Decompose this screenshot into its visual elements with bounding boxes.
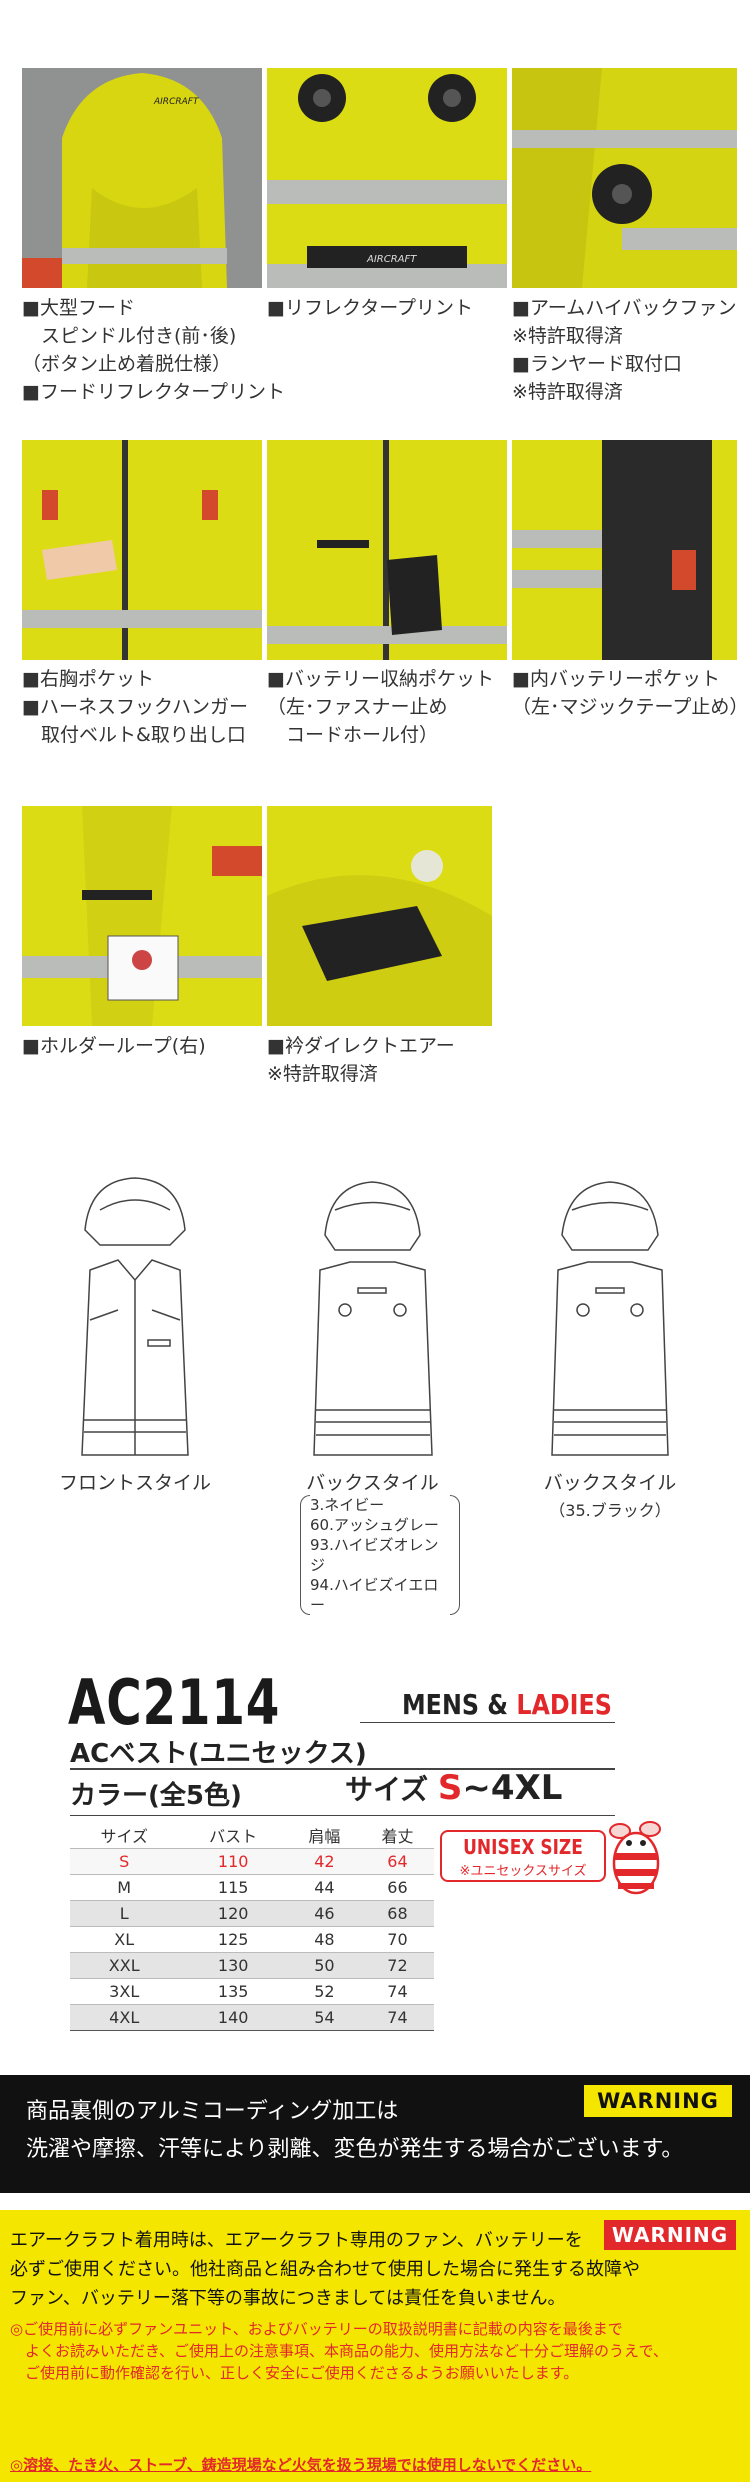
col-length: 着丈 (381, 1826, 414, 1846)
label-back-style-1: バックスタイル (306, 1472, 439, 1494)
col-size: サイズ (100, 1826, 148, 1846)
warning-message-2: エアークラフト着用時は、エアークラフト専用のファン、バッテリーを 必ずご使用くだ… (10, 2230, 640, 2309)
caption-inner-pocket: ■内バッテリーポケット （左･マジックテープ止め） (512, 668, 749, 718)
photo-brand-print-2: AIRCRAFT (366, 254, 417, 265)
photo-battery-pocket (267, 440, 507, 660)
size-title-rule (70, 1815, 615, 1816)
col-shoulder: 肩幅 (308, 1826, 341, 1846)
warning-usage: WARNING エアークラフト着用時は、エアークラフト専用のファン、バッテリーを… (0, 2210, 750, 2482)
caption-chest-pocket: ■右胸ポケット ■ハーネスフックハンガー 取付ベルト&取り出し口 (22, 668, 249, 746)
col-bust: バスト (209, 1826, 258, 1846)
drawing-back-2 (530, 1170, 690, 1460)
back1-color-list: 3.ネイビー 60.アッシュグレー 93.ハイビズオレンジ 94.ハイビズイエロ… (300, 1495, 460, 1615)
photo-brand-print: AIRCRAFT (153, 97, 200, 107)
caption-arm-fan: ■アームハイバックファン ※特許取得済 ■ランヤード取付口 ※特許取得済 (512, 297, 737, 403)
header-rule (360, 1722, 615, 1723)
color-count: カラー(全5色) (70, 1781, 242, 1811)
product-name: ACベスト(ユニセックス) (70, 1739, 367, 1769)
caption-holder-loop: ■ホルダーループ(右) (22, 1035, 206, 1057)
label-back-style-2: バックスタイル (543, 1472, 677, 1494)
drawing-front (60, 1170, 210, 1460)
caption-hood: ■大型フード スピンドル付き(前･後) （ボタン止め着脱仕様） ■フードリフレク… (22, 297, 286, 403)
size-table-header: サイズ バスト 肩幅 着丈 (70, 1822, 434, 1848)
gender-label: MENS & LADIES (402, 1688, 612, 1721)
photo-chest-pocket (22, 440, 262, 660)
photo-hood: AIRCRAFT (22, 68, 262, 288)
warning-coating: WARNING 商品裏側のアルミコーディング加工は 洗濯や摩擦、汗等により剥離、… (0, 2075, 750, 2193)
warning-notes: ◎ご使用前に必ずファンユニット、およびバッテリーの取扱説明書に記載の内容を最後ま… (10, 2320, 668, 2382)
photo-collar-air (267, 806, 492, 1026)
unisex-title: UNISEX SIZE (463, 1835, 583, 1859)
model-number: AC2114 (68, 1666, 281, 1739)
bee-mascot-icon (600, 1813, 672, 1899)
photo-inner-pocket (512, 440, 737, 660)
photo-holder-loop (22, 806, 262, 1026)
caption-reflector: ■リフレクタープリント (267, 297, 474, 319)
warning-tag-1: WARNING (584, 2085, 732, 2117)
caption-collar-air: ■衿ダイレクトエアー ※特許取得済 (267, 1035, 455, 1085)
warning-fire-note: ◎溶接、たき火、ストーブ、鋳造現場など火気を扱う現場では使用しないでください。 (10, 2456, 592, 2474)
name-rule (70, 1768, 615, 1770)
warning-tag-2: WARNING (604, 2220, 736, 2250)
unisex-badge: UNISEX SIZE ※ユニセックスサイズ (440, 1830, 606, 1882)
unisex-subtitle: ※ユニセックスサイズ (459, 1864, 587, 1879)
warning-message-1: 商品裏側のアルミコーディング加工は 洗濯や摩擦、汗等により剥離、変色が発生する場… (26, 2099, 684, 2162)
caption-battery-pocket: ■バッテリー収納ポケット （左･ファスナー止め コードホール付） (267, 668, 494, 746)
back2-color: （35.ブラック） (549, 1501, 671, 1520)
drawing-back-1 (290, 1170, 455, 1460)
photo-arm-fan (512, 68, 737, 288)
photo-reflector: AIRCRAFT (267, 68, 507, 288)
label-front-style: フロントスタイル (58, 1472, 211, 1494)
size-range: サイズ S~4XL (345, 1768, 563, 1808)
